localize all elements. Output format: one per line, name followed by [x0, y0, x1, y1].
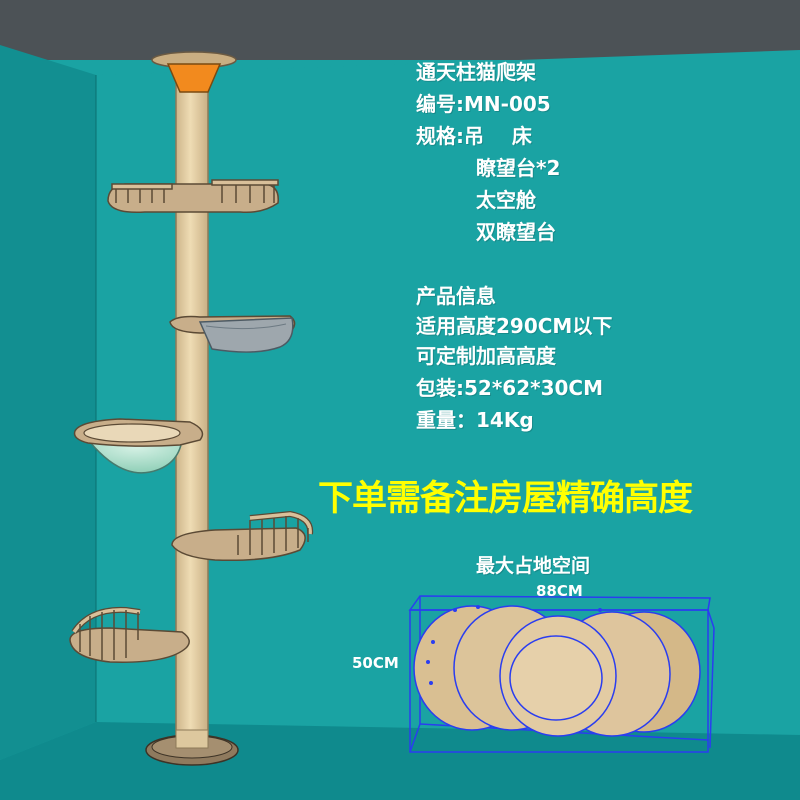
- info-line-weight: 重量：14Kg: [416, 408, 534, 432]
- wall-back: [96, 50, 800, 735]
- spec-item: 双瞭望台: [476, 220, 556, 244]
- lookout-bottom: [69, 606, 190, 663]
- info-line-package: 包装:52*62*30CM: [416, 376, 603, 400]
- hammock: [169, 315, 296, 353]
- order-warning: 下单需备注房屋精确高度: [318, 479, 693, 519]
- ceiling-cap-adapter: [166, 63, 222, 93]
- product-model: 编号:MN-005: [416, 92, 551, 116]
- double-lookout-top: [107, 179, 279, 214]
- info-line-height: 适用高度290CM以下: [416, 314, 613, 338]
- info-line-custom: 可定制加高高度: [416, 344, 556, 368]
- ceiling: [0, 0, 800, 60]
- footprint-title: 最大占地空间: [476, 555, 591, 577]
- wall-left: [0, 45, 96, 760]
- spec-item: 太空舱: [476, 188, 536, 212]
- info-heading: 产品信息: [416, 284, 496, 308]
- footprint-diagram: [408, 595, 715, 753]
- footprint-width-label: 88CM: [536, 582, 583, 600]
- product-name: 通天柱猫爬架: [416, 60, 536, 84]
- space-capsule: [73, 418, 204, 474]
- dimension-markers: [426, 605, 602, 685]
- spec-label: 规格:吊 床: [416, 124, 532, 148]
- spec-item: 瞭望台*2: [476, 156, 561, 180]
- platform-discs: [413, 605, 701, 737]
- lookout-middle: [171, 510, 314, 562]
- footprint-height-label: 50CM: [352, 654, 399, 672]
- floor: [0, 722, 800, 800]
- pole-foot: [175, 729, 209, 749]
